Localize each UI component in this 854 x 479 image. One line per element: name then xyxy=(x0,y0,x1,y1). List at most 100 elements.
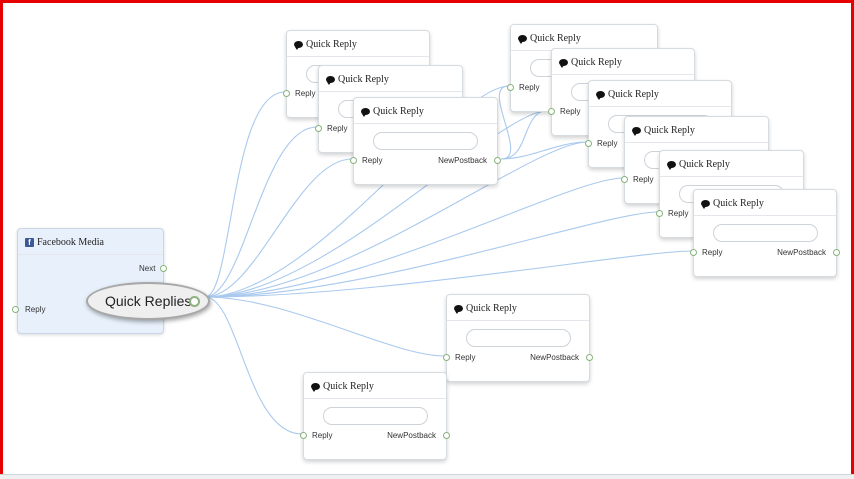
quick-replies-hub[interactable]: Quick Replies xyxy=(86,282,210,320)
reply-input-port[interactable] xyxy=(315,125,322,132)
quick-reply-divider xyxy=(694,215,836,216)
new-postback-output-port[interactable] xyxy=(494,157,501,164)
reply-input-port[interactable] xyxy=(690,249,697,256)
reply-label: Reply xyxy=(327,124,348,133)
quick-reply-text-input[interactable] xyxy=(713,224,818,242)
reply-label: Reply xyxy=(668,209,689,218)
reply-input-port[interactable] xyxy=(585,140,592,147)
new-postback-label: NewPostback xyxy=(777,248,826,257)
connection-wire xyxy=(204,296,303,435)
chat-bubble-icon xyxy=(518,35,527,44)
quick-reply-divider xyxy=(319,91,462,92)
reply-label: Reply xyxy=(362,156,383,165)
quick-reply-divider xyxy=(287,56,429,57)
reply-input-port[interactable] xyxy=(283,90,290,97)
reply-label: Reply xyxy=(455,353,476,362)
chat-bubble-icon xyxy=(454,305,463,314)
quick-reply-title-text: Quick Reply xyxy=(571,57,622,68)
connection-wire xyxy=(204,109,551,298)
connection-wire xyxy=(204,250,693,298)
reply-label: Reply xyxy=(597,139,618,148)
facebook-reply-label: Reply xyxy=(25,305,46,314)
quick-replies-output-port[interactable] xyxy=(189,296,200,307)
quick-reply-title: Quick Reply xyxy=(454,303,517,314)
quick-reply-text-input[interactable] xyxy=(466,329,571,347)
facebook-icon: f xyxy=(25,238,34,247)
quick-reply-divider xyxy=(625,142,768,143)
chat-bubble-icon xyxy=(326,76,335,85)
quick-reply-title-text: Quick Reply xyxy=(530,33,581,44)
quick-reply-title-text: Quick Reply xyxy=(644,125,695,136)
quick-replies-label: Quick Replies xyxy=(105,293,192,309)
next-output-port[interactable] xyxy=(160,265,167,272)
chat-bubble-icon xyxy=(667,161,676,170)
quick-reply-title-text: Quick Reply xyxy=(466,303,517,314)
quick-reply-title: Quick Reply xyxy=(294,39,357,50)
reply-input-port[interactable] xyxy=(656,210,663,217)
chat-bubble-icon xyxy=(701,200,710,209)
connection-wire xyxy=(204,296,446,357)
quick-reply-divider xyxy=(660,176,803,177)
quick-reply-title: Quick Reply xyxy=(326,74,389,85)
chat-bubble-icon xyxy=(311,383,320,392)
chat-bubble-icon xyxy=(361,108,370,117)
facebook-media-title: f Facebook Media xyxy=(25,237,104,248)
reply-input-port[interactable] xyxy=(443,354,450,361)
reply-label: Reply xyxy=(560,107,581,116)
quick-reply-divider xyxy=(552,74,694,75)
new-postback-output-port[interactable] xyxy=(443,432,450,439)
postback-connection-wire xyxy=(498,85,512,160)
postback-connection-wire xyxy=(500,141,588,160)
reply-input-port[interactable] xyxy=(350,157,357,164)
quick-reply-title: Quick Reply xyxy=(667,159,730,170)
reply-label: Reply xyxy=(633,175,654,184)
quick-reply-title: Quick Reply xyxy=(559,57,622,68)
facebook-media-divider xyxy=(18,254,163,255)
next-output-label: Next xyxy=(139,264,156,273)
connection-wire xyxy=(204,91,286,298)
quick-reply-title: Quick Reply xyxy=(518,33,581,44)
quick-reply-title: Quick Reply xyxy=(596,89,659,100)
quick-reply-divider xyxy=(304,398,446,399)
quick-reply-divider xyxy=(354,123,497,124)
quick-reply-title-text: Quick Reply xyxy=(713,198,764,209)
new-postback-output-port[interactable] xyxy=(833,249,840,256)
quick-reply-title: Quick Reply xyxy=(311,381,374,392)
chat-bubble-icon xyxy=(632,127,641,136)
quick-reply-title-text: Quick Reply xyxy=(338,74,389,85)
chat-bubble-icon xyxy=(559,59,568,68)
quick-reply-text-input[interactable] xyxy=(373,132,478,150)
connection-wire xyxy=(204,126,318,298)
quick-reply-text-input[interactable] xyxy=(323,407,428,425)
new-postback-output-port[interactable] xyxy=(586,354,593,361)
reply-label: Reply xyxy=(702,248,723,257)
bottom-scrollbar[interactable] xyxy=(0,474,854,479)
connection-wire xyxy=(204,158,353,298)
quick-reply-title-text: Quick Reply xyxy=(323,381,374,392)
reply-input-port[interactable] xyxy=(507,84,514,91)
quick-reply-title: Quick Reply xyxy=(632,125,695,136)
reply-label: Reply xyxy=(295,89,316,98)
connection-wire xyxy=(204,85,510,298)
reply-input-port[interactable] xyxy=(548,108,555,115)
facebook-media-title-text: Facebook Media xyxy=(37,237,104,248)
quick-reply-title-text: Quick Reply xyxy=(679,159,730,170)
new-postback-label: NewPostback xyxy=(438,156,487,165)
reply-input-port[interactable] xyxy=(621,176,628,183)
reply-input-port[interactable] xyxy=(300,432,307,439)
quick-reply-title-text: Quick Reply xyxy=(608,89,659,100)
quick-reply-title: Quick Reply xyxy=(701,198,764,209)
connection-wire xyxy=(204,141,588,298)
quick-reply-title-text: Quick Reply xyxy=(373,106,424,117)
reply-label: Reply xyxy=(519,83,540,92)
quick-reply-title: Quick Reply xyxy=(361,106,424,117)
facebook-reply-input-port[interactable] xyxy=(12,306,19,313)
new-postback-label: NewPostback xyxy=(530,353,579,362)
quick-reply-divider xyxy=(447,320,589,321)
connection-wire xyxy=(204,211,659,298)
